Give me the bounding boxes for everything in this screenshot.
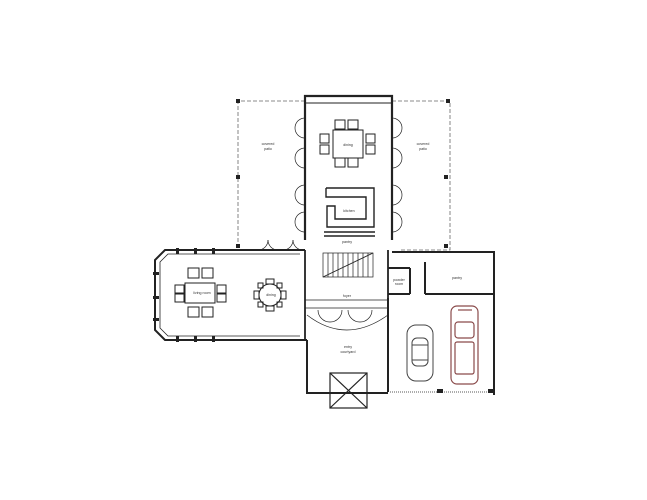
garage-door-posts [437, 389, 494, 393]
dining-table-central [319, 119, 376, 168]
label-foyer: foyer [343, 294, 352, 298]
label-pantry-2: pantry [452, 276, 462, 280]
label-powder-room-2: room [395, 282, 403, 286]
foyer-walls [304, 250, 389, 340]
car-right [450, 305, 479, 385]
label-powder-room: powder [393, 278, 406, 282]
label-living-room: living room [193, 291, 210, 295]
label-covered-patio-left-2: patio [264, 147, 272, 151]
label-entry-courtyard-2: courtyard [341, 350, 356, 354]
room-labels: covered patio covered patio dining kitch… [193, 142, 462, 354]
label-entry-courtyard: entry [344, 345, 352, 349]
label-covered-patio-left: covered [262, 142, 275, 146]
label-covered-patio-right: covered [417, 142, 430, 146]
french-doors [257, 117, 403, 331]
label-pantry: pantry [342, 240, 352, 244]
label-covered-patio-right-2: patio [419, 147, 427, 151]
living-room-furniture [174, 267, 227, 318]
living-wing-columns [153, 248, 215, 342]
label-dining: dining [343, 143, 353, 147]
label-kitchen: kitchen [343, 209, 354, 213]
label-dining-2: dining [266, 293, 276, 297]
patio-columns [236, 99, 450, 248]
living-wing-walls [154, 249, 305, 341]
garage-wing-walls [387, 251, 495, 395]
courtyard-fountain [329, 372, 368, 409]
car-left [406, 324, 434, 382]
staircase [322, 252, 374, 278]
round-dining-table [253, 278, 287, 312]
kitchen-counters [324, 187, 375, 237]
